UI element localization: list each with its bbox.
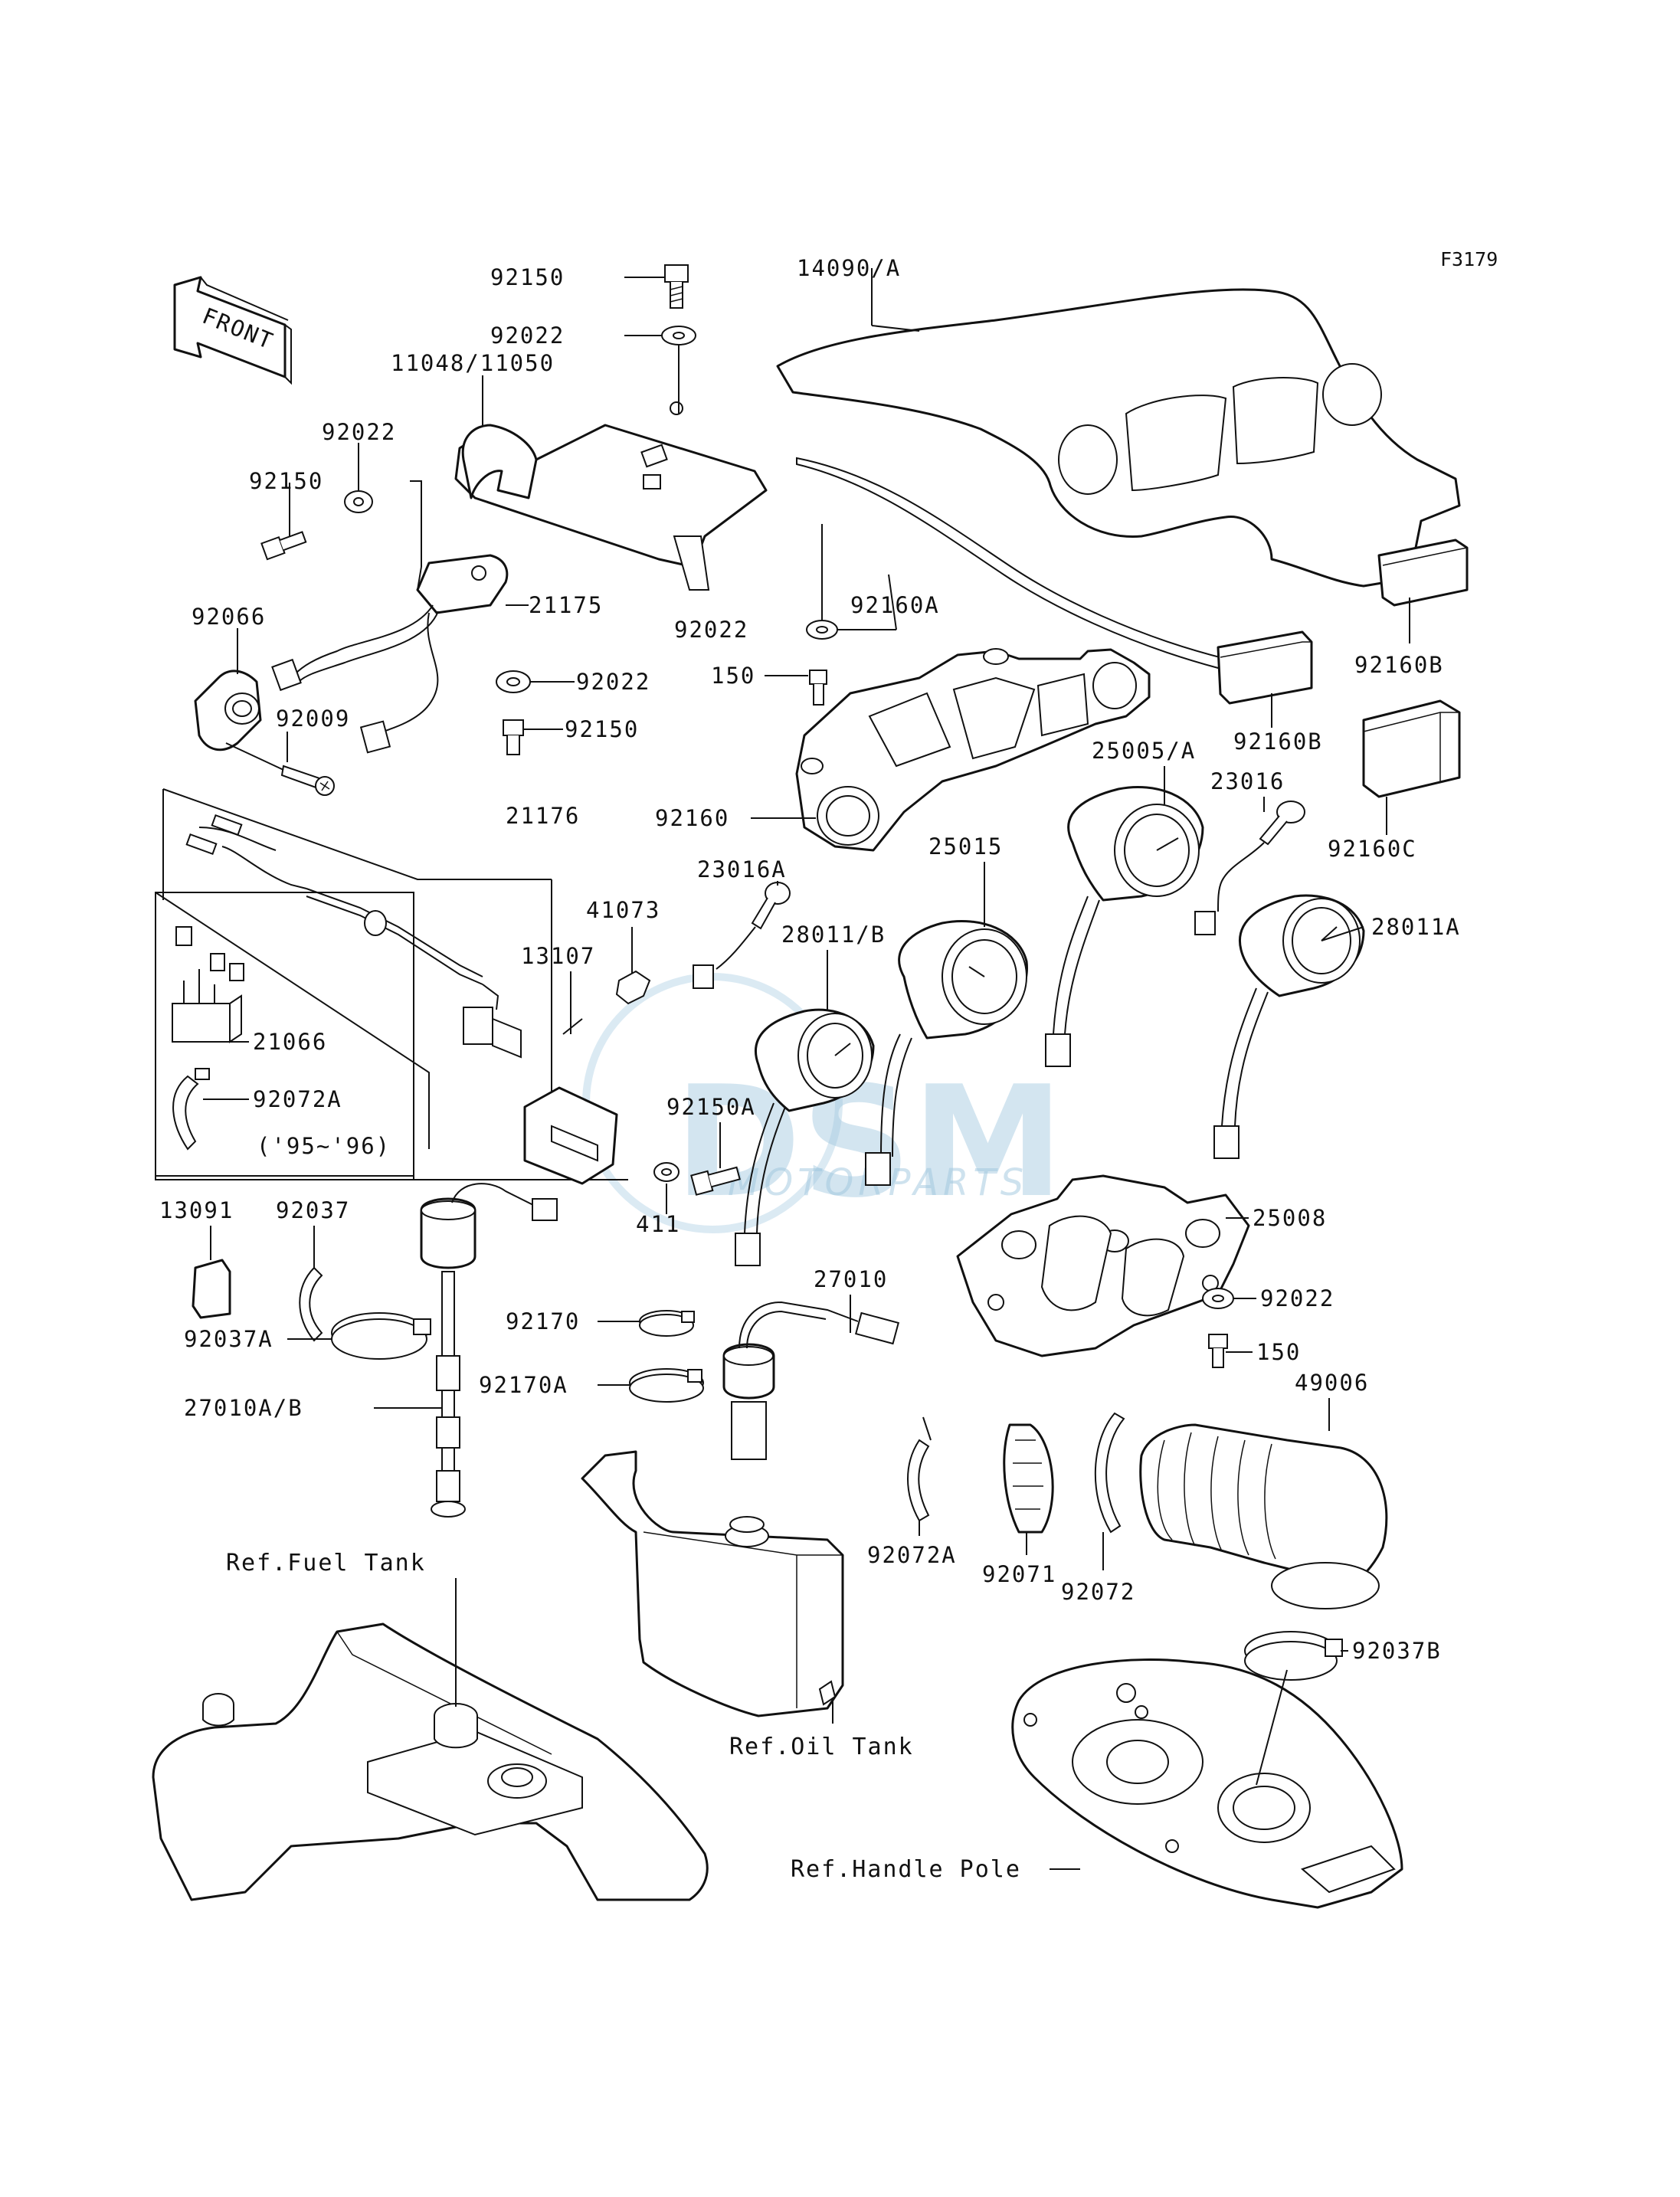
decal-block: [1362, 699, 1461, 798]
ref-fuel-tank: Ref.Fuel Tank: [226, 1550, 426, 1577]
band-icon: [1094, 1412, 1125, 1534]
part-label: 150: [1256, 1339, 1301, 1365]
part-label: 92150A: [666, 1094, 756, 1120]
part-label: 14090/A: [797, 255, 901, 281]
part-labels: 92150 92022 14090/A 11048/11050 92022 92…: [159, 255, 1461, 1664]
part-label: 92022: [1260, 1285, 1335, 1311]
part-label: 11048/11050: [391, 350, 555, 376]
bolt-icon: [809, 670, 827, 706]
leader-lines: [203, 268, 1410, 1870]
band-icon: [299, 1266, 323, 1342]
oil-sender: [722, 1301, 899, 1460]
cap-icon: [192, 1259, 231, 1319]
part-label: 92072: [1061, 1579, 1135, 1605]
bolt-icon: [260, 531, 307, 561]
part-label: 92022: [674, 617, 748, 643]
band-icon: [172, 1075, 199, 1151]
part-label: 25008: [1253, 1205, 1327, 1231]
part-label: 28011A: [1371, 914, 1461, 940]
part-label: 92022: [490, 323, 565, 349]
part-label: 28011/B: [781, 922, 886, 948]
clamp-icon: [629, 1368, 704, 1403]
part-label: 27010: [814, 1266, 888, 1292]
handle-pole: [1011, 1658, 1403, 1909]
switch-assembly: [271, 554, 509, 754]
part-label: 23016A: [697, 856, 787, 882]
part-label: 92160B: [1233, 729, 1323, 755]
part-label: 411: [636, 1211, 680, 1237]
part-label: 92022: [576, 669, 650, 695]
part-label: 92022: [322, 419, 396, 445]
front-arrow-icon: FRONT: [173, 276, 292, 385]
part-label: 92009: [276, 706, 350, 732]
part-label: 92160C: [1328, 836, 1417, 862]
part-label: 21176: [506, 803, 580, 829]
part-label: 13107: [521, 943, 595, 969]
band-icon: [907, 1439, 930, 1522]
inset-box: [155, 892, 414, 1177]
part-label: 92037: [276, 1197, 350, 1223]
seal-plate: [194, 670, 262, 751]
part-label: 92150: [249, 468, 323, 494]
part-label: 150: [711, 663, 755, 689]
part-label: 92066: [192, 604, 266, 630]
screw-icon: [280, 765, 335, 796]
part-label: 41073: [586, 897, 660, 923]
part-label: 92072A: [253, 1086, 342, 1112]
sensor-icon: [1194, 801, 1305, 935]
part-label: 49006: [1295, 1370, 1369, 1396]
fuel-sender: [420, 1183, 558, 1518]
part-label: 92072A: [867, 1542, 957, 1568]
fuel-tank: [152, 1622, 709, 1901]
bolt-icon: [1208, 1334, 1228, 1368]
part-label: 92170: [506, 1308, 580, 1334]
gauge-meter: [1045, 785, 1204, 1067]
part-label: 92071: [982, 1561, 1056, 1587]
diagram-code: F3179: [1440, 248, 1498, 270]
ref-oil-tank: Ref.Oil Tank: [729, 1734, 914, 1760]
gauge-frame: [795, 648, 1151, 852]
decal-block: [1217, 630, 1313, 705]
gauge-meter: [735, 1008, 875, 1266]
clamp-icon: [331, 1312, 431, 1360]
part-label: 21175: [529, 592, 603, 618]
part-label: 23016: [1210, 768, 1285, 794]
relay-cover: [523, 1086, 618, 1185]
bolt-icon: [503, 719, 524, 755]
boot: [1139, 1423, 1388, 1609]
gauge-base-plate: [956, 1174, 1250, 1357]
part-label: 25005/A: [1092, 738, 1196, 764]
part-label: 92037A: [184, 1326, 273, 1352]
gauge-meter: [865, 919, 1028, 1186]
part-label: 92170A: [479, 1372, 568, 1398]
part-label: 21066: [253, 1029, 327, 1055]
part-label: 27010A/B: [184, 1395, 303, 1421]
oil-tank: [581, 1450, 844, 1717]
relay-unit: [172, 926, 244, 1043]
clamp-icon: [1244, 1631, 1343, 1681]
bracket: [454, 401, 768, 591]
decal-block: [1377, 539, 1469, 607]
year-note: ('95~'96): [257, 1133, 391, 1159]
part-label: 13091: [159, 1197, 234, 1223]
ref-handle-pole: Ref.Handle Pole: [791, 1856, 1021, 1883]
part-label: 92160B: [1354, 652, 1444, 678]
part-label: 92150: [565, 716, 639, 742]
instrument-cover: [776, 288, 1461, 588]
part-label: 92160A: [850, 592, 940, 618]
clip-icon: [615, 970, 651, 1005]
harness-assembly: [155, 788, 628, 1180]
part-label: 92037B: [1352, 1638, 1442, 1664]
part-label: 92160: [655, 805, 729, 831]
bolt-icon: [664, 264, 689, 309]
clamp-icon: [639, 1310, 695, 1337]
cap-icon: [1003, 1423, 1054, 1534]
watermark-brand: DSM: [674, 1053, 1064, 1232]
sensor-icon: [693, 882, 791, 989]
bolt-icon: [690, 1166, 741, 1196]
part-label: 92150: [490, 264, 565, 290]
part-label: 25015: [928, 833, 1003, 859]
